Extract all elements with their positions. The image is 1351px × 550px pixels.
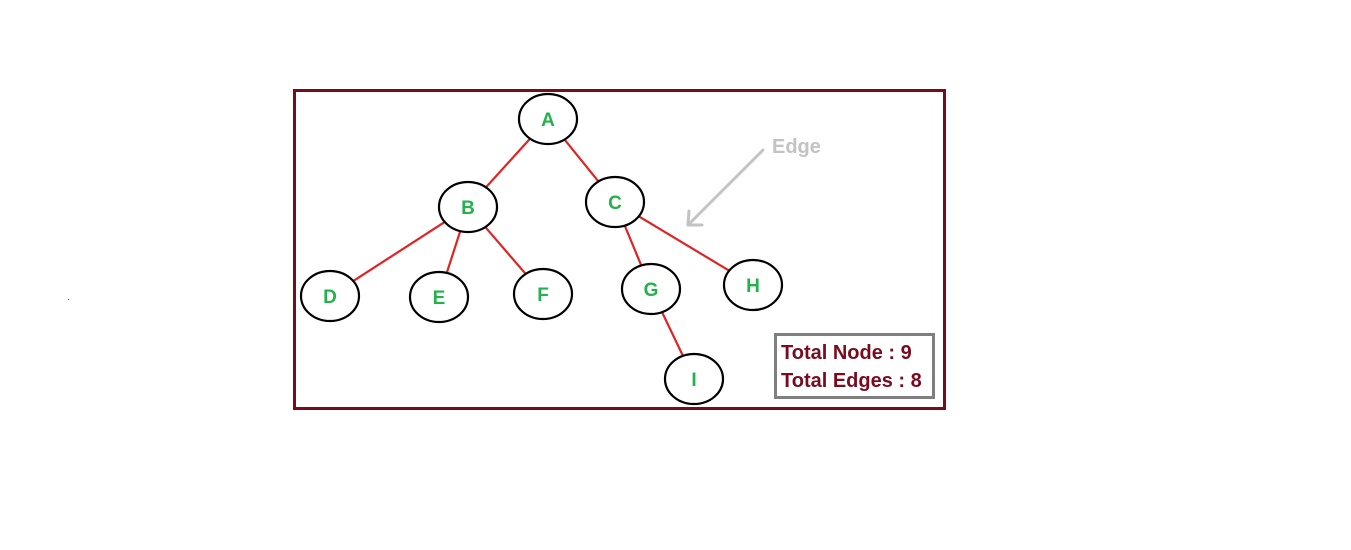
node-a: A xyxy=(517,92,579,146)
node-g-circle xyxy=(620,262,682,316)
annotation-arrow-head xyxy=(686,209,704,227)
edge-c-g xyxy=(623,225,643,266)
edge-b-d xyxy=(352,221,446,282)
edges-layer xyxy=(352,137,730,357)
node-a-circle xyxy=(517,92,579,146)
node-c-label: C xyxy=(608,193,622,214)
edge-annotation: Edge xyxy=(686,136,821,227)
edge-a-b xyxy=(485,137,531,189)
annotation-label: Edge xyxy=(772,136,821,158)
node-h-label: H xyxy=(746,276,760,297)
edge-a-c xyxy=(563,138,600,183)
node-h-circle xyxy=(722,258,784,312)
node-d: D xyxy=(299,269,361,323)
node-i-label: I xyxy=(691,370,696,391)
edge-c-h xyxy=(638,215,730,272)
node-d-circle xyxy=(299,269,361,323)
node-i-circle xyxy=(663,352,725,406)
annotation-arrow-shaft xyxy=(686,148,765,227)
node-g-label: G xyxy=(644,280,659,301)
edge-b-e xyxy=(445,230,462,274)
node-b: B xyxy=(437,180,499,234)
edge-g-i xyxy=(661,311,684,357)
node-c-circle xyxy=(584,175,646,229)
totals-box: Total Node : 9 Total Edges : 8 xyxy=(774,333,935,399)
node-a-label: A xyxy=(541,110,555,131)
node-f-circle xyxy=(512,267,574,321)
total-edges-text: Total Edges : 8 xyxy=(781,370,922,392)
node-i: I xyxy=(663,352,725,406)
total-nodes-text: Total Node : 9 xyxy=(781,342,912,364)
node-c: C xyxy=(584,175,646,229)
node-g: G xyxy=(620,262,682,316)
node-d-label: D xyxy=(323,287,337,308)
node-e-circle xyxy=(408,270,470,324)
node-f-label: F xyxy=(537,285,549,306)
node-e-label: E xyxy=(433,288,446,309)
edge-b-f xyxy=(484,226,527,275)
nodes-layer: A B C D E F G H I xyxy=(299,92,784,406)
node-b-circle xyxy=(437,180,499,234)
diagram-frame xyxy=(293,89,946,410)
node-f: F xyxy=(512,267,574,321)
node-e: E xyxy=(408,270,470,324)
stray-dot xyxy=(68,299,69,300)
node-h: H xyxy=(722,258,784,312)
node-b-label: B xyxy=(461,198,475,219)
